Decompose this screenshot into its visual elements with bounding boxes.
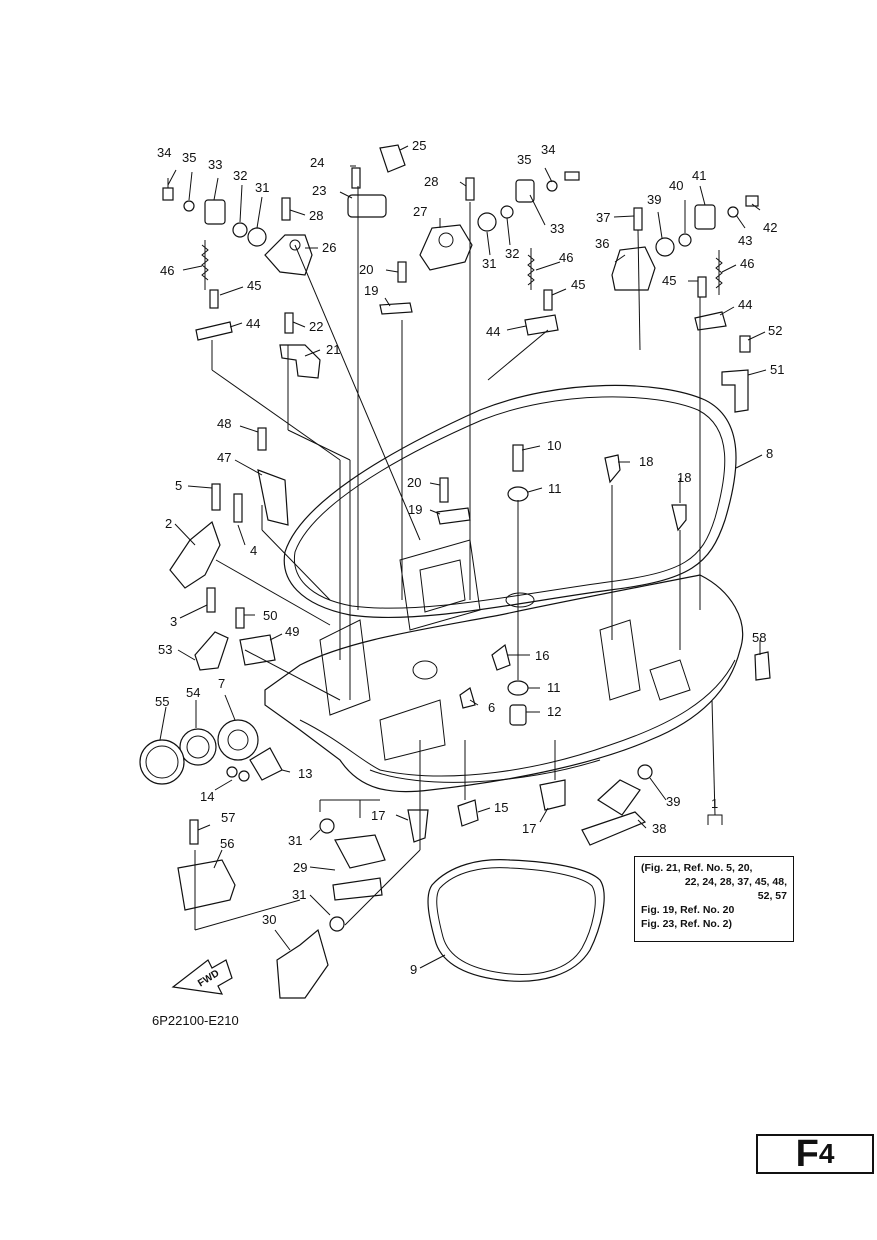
label-26: 26 [322,240,336,255]
label-40: 40 [669,178,683,193]
label-44b: 44 [486,324,500,339]
note-line-4: Fig. 19, Ref. No. 20 [641,904,735,916]
label-19a: 19 [364,283,378,298]
label-17a: 17 [371,808,385,823]
label-9: 9 [410,962,417,977]
label-41: 41 [692,168,706,183]
label-17b: 17 [522,821,536,836]
note-line-1: (Fig. 21, Ref. No. 5, 20, [641,862,753,874]
label-3: 3 [170,614,177,629]
label-13: 13 [298,766,312,781]
label-33b: 33 [550,221,564,236]
label-46c: 46 [740,256,754,271]
small-parts [139,144,771,999]
label-20b: 20 [407,475,421,490]
label-28b: 28 [424,174,438,189]
reference-note-box: (Fig. 21, Ref. No. 5, 20, 22, 24, 28, 37… [634,856,794,942]
label-48: 48 [217,416,231,431]
label-32a: 32 [233,168,247,183]
label-46b: 46 [559,250,573,265]
label-28a: 28 [309,208,323,223]
label-32b: 32 [505,246,519,261]
label-55: 55 [155,694,169,709]
label-52: 52 [768,323,782,338]
label-1: 1 [711,796,718,811]
label-22: 22 [309,319,323,334]
diagram-code: 6P22100-E210 [152,1013,239,1028]
label-38: 38 [652,821,666,836]
label-16: 16 [535,648,549,663]
leader-lines [159,145,767,969]
label-25: 25 [412,138,426,153]
note-line-5: Fig. 23, Ref. No. 2) [641,918,733,930]
label-27: 27 [413,204,427,219]
label-15: 15 [494,800,508,815]
label-43: 43 [738,233,752,248]
label-30: 30 [262,912,276,927]
label-31a: 31 [255,180,269,195]
label-35b: 35 [517,152,531,167]
label-31b: 31 [482,256,496,271]
label-44a: 44 [246,316,260,331]
label-6: 6 [488,700,495,715]
label-12: 12 [547,704,561,719]
label-51: 51 [770,362,784,377]
label-19b: 19 [408,502,422,517]
label-54: 54 [186,685,200,700]
label-18a: 18 [639,454,653,469]
label-45b: 45 [571,277,585,292]
label-10: 10 [547,438,561,453]
note-line-3: 52, 57 [757,890,787,902]
label-37: 37 [596,210,610,225]
label-29: 29 [293,860,307,875]
label-5: 5 [175,478,182,493]
label-21: 21 [326,342,340,357]
label-35a: 35 [182,150,196,165]
label-42: 42 [763,220,777,235]
note-line-2: 22, 24, 28, 37, 45, 48, [684,876,787,888]
label-46a: 46 [160,263,174,278]
label-45a: 45 [247,278,261,293]
label-31c: 31 [288,833,302,848]
label-57: 57 [221,810,235,825]
label-58: 58 [752,630,766,645]
label-34a: 34 [157,145,171,160]
label-50: 50 [263,608,277,623]
label-24: 24 [310,155,324,170]
label-39a: 39 [647,192,661,207]
label-11b: 11 [547,680,561,695]
label-18b: 18 [677,470,691,485]
label-31d: 31 [292,887,306,902]
label-56: 56 [220,836,234,851]
label-34b: 34 [541,142,555,157]
label-8: 8 [766,446,773,461]
bottom-seal [427,859,605,982]
label-7: 7 [218,676,225,691]
label-47: 47 [217,450,231,465]
label-49: 49 [285,624,299,639]
label-39b: 39 [666,794,680,809]
figure-number: 4 [818,1138,835,1169]
label-36: 36 [595,236,609,251]
label-2: 2 [165,516,172,531]
label-4: 4 [250,543,257,558]
figure-tab: F 4 [756,1132,874,1175]
label-33a: 33 [208,157,222,172]
label-44c: 44 [738,297,752,312]
figure-letter: F [795,1132,819,1175]
label-14: 14 [200,789,214,804]
bottom-cowling [264,384,744,793]
label-11a: 11 [548,481,562,496]
label-23: 23 [312,183,326,198]
label-53: 53 [158,642,172,657]
label-20a: 20 [359,262,373,277]
label-45c: 45 [662,273,676,288]
